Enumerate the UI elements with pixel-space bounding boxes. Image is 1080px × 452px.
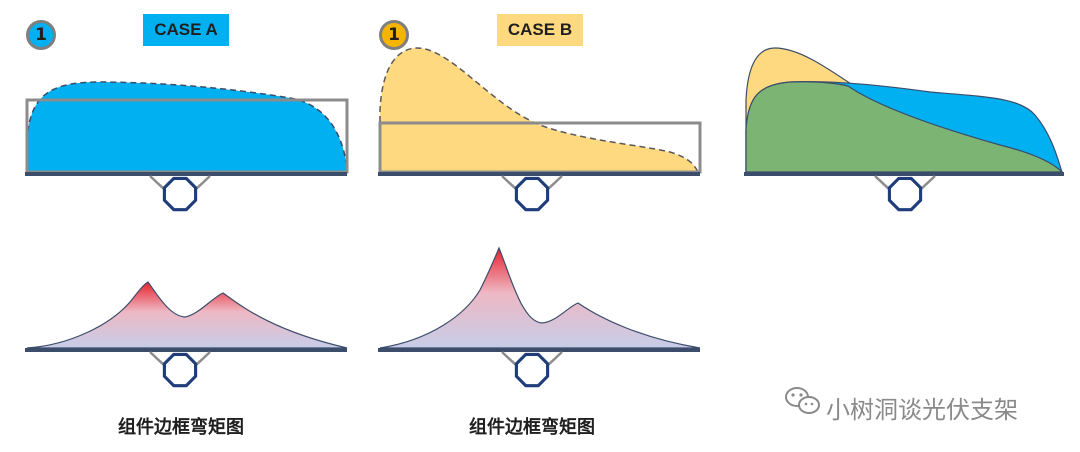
case-a-moment-support <box>148 350 212 388</box>
case-b-moment-support <box>500 350 564 388</box>
case-a-moment-beam <box>25 348 347 352</box>
overlay-intersection-area <box>745 81 1064 173</box>
case-a-caption: 组件边框弯矩图 <box>118 417 244 438</box>
overlay-support <box>873 174 937 212</box>
case-b-badge-number: 1 <box>388 25 400 45</box>
case-b-load-diagram <box>378 47 702 212</box>
case-a-load-area <box>26 81 348 173</box>
case-a-badge: 1 <box>26 20 56 50</box>
case-b-load-area <box>379 47 700 173</box>
case-a-support <box>148 174 212 212</box>
case-b-support <box>500 174 564 212</box>
overlay-load-diagram <box>744 47 1064 212</box>
wechat-icon <box>785 387 820 414</box>
overlay-beam <box>744 172 1064 176</box>
case-b-title: CASE B <box>497 14 583 46</box>
case-a-beam <box>25 172 347 176</box>
case-b-moment-area <box>379 246 701 349</box>
watermark-text: 小树洞谈光伏支架 <box>826 396 1018 424</box>
case-a-load-diagram <box>25 81 349 212</box>
case-b-caption: 组件边框弯矩图 <box>469 417 595 438</box>
case-a-moment-diagram <box>25 281 348 388</box>
case-b-badge: 1 <box>379 20 409 50</box>
case-a-moment-area <box>26 281 348 349</box>
case-b-moment-beam <box>378 348 700 352</box>
case-b-moment-diagram <box>378 246 701 388</box>
case-a-title: CASE A <box>143 14 229 46</box>
case-b-beam <box>378 172 700 176</box>
case-a-badge-number: 1 <box>35 25 47 45</box>
